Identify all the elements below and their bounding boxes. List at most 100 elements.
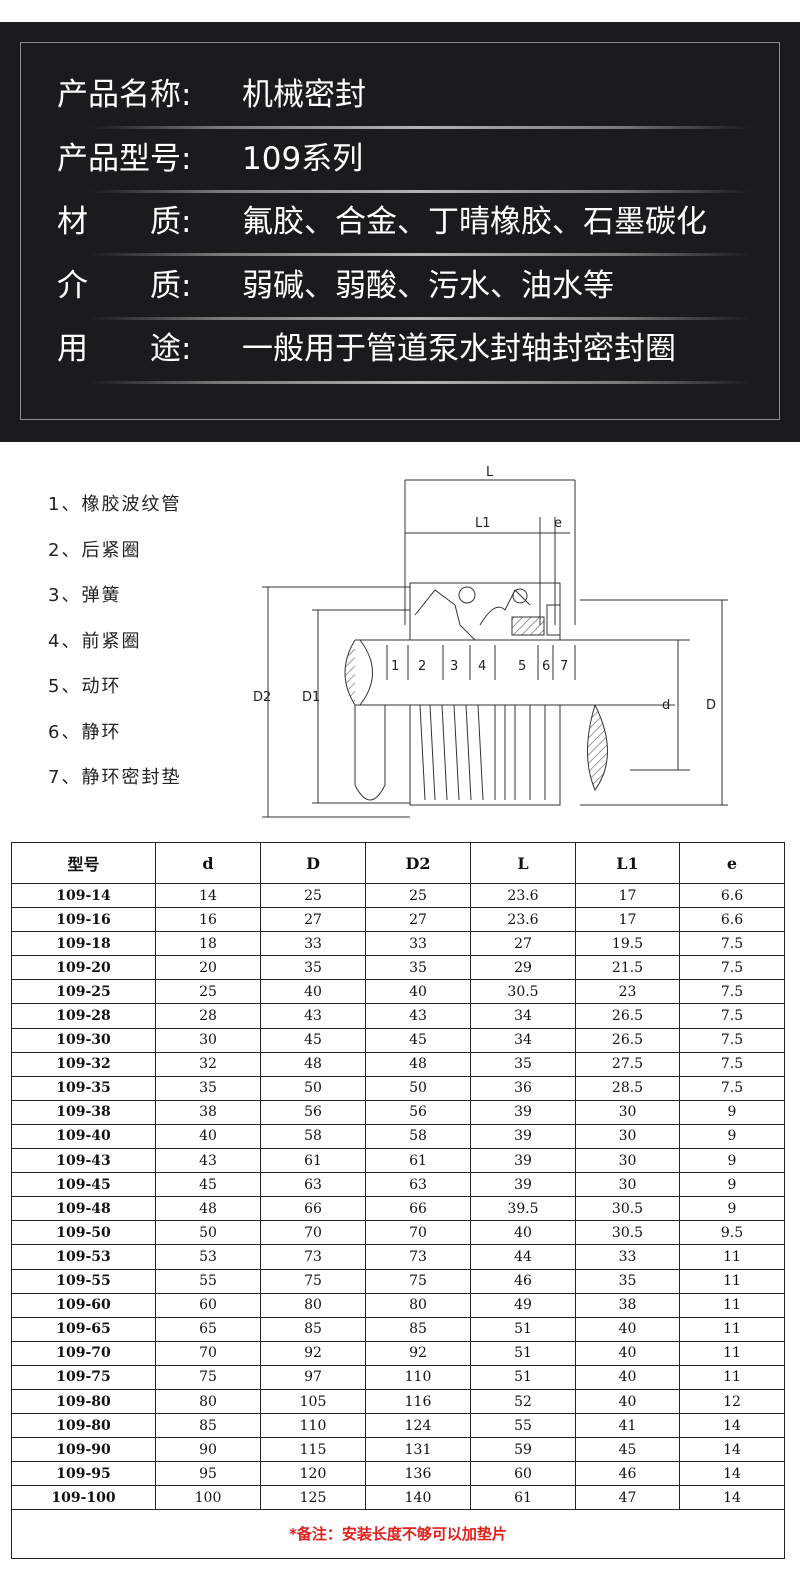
table-cell: 11 xyxy=(679,1340,785,1366)
table-cell: 100 xyxy=(155,1485,261,1511)
part-number: 2 xyxy=(418,659,426,674)
cell-model: 109-43 xyxy=(11,1148,156,1174)
cell-model: 109-45 xyxy=(11,1172,156,1198)
table-cell: 27 xyxy=(260,907,366,933)
table-cell: 39 xyxy=(470,1172,576,1198)
cell-model: 109-16 xyxy=(11,907,156,933)
divider-glow xyxy=(90,317,750,320)
table-cell: 33 xyxy=(260,931,366,957)
cell-model: 109-75 xyxy=(11,1364,156,1390)
table-cell: 11 xyxy=(679,1316,785,1342)
table-cell: 7.5 xyxy=(679,931,785,957)
table-cell: 39.5 xyxy=(470,1196,576,1222)
table-cell: 110 xyxy=(260,1413,366,1439)
table-cell: 14 xyxy=(679,1461,785,1487)
table-cell: 95 xyxy=(155,1461,261,1487)
spec-value: 109系列 xyxy=(242,141,364,177)
table-cell: 9 xyxy=(679,1099,785,1125)
table-cell: 49 xyxy=(470,1292,576,1318)
table-cell: 18 xyxy=(155,931,261,957)
spec-key: 产品名称: xyxy=(57,77,192,113)
spec-key: 用 途: xyxy=(57,331,192,367)
table-cell: 7.5 xyxy=(679,1075,785,1101)
table-cell: 29 xyxy=(470,955,576,981)
table-cell: 9 xyxy=(679,1172,785,1198)
table-cell: 30 xyxy=(155,1027,261,1053)
cell-model: 109-20 xyxy=(11,955,156,981)
table-cell: 40 xyxy=(365,979,471,1005)
header-e: e xyxy=(679,842,785,884)
table-cell: 110 xyxy=(365,1364,471,1390)
table-cell: 39 xyxy=(470,1123,576,1150)
table-cell: 65 xyxy=(155,1316,261,1342)
table-cell: 11 xyxy=(679,1292,785,1318)
legend-item: 5、动环 xyxy=(48,676,122,697)
spec-banner: 产品名称: 机械密封 产品型号: 109系列 材 质: 氟胶、合金、丁晴橡胶、石… xyxy=(0,22,800,442)
spec-value: 一般用于管道泵水封轴封密封圈 xyxy=(242,331,676,367)
table-cell: 7.5 xyxy=(679,1027,785,1053)
table-cell: 14 xyxy=(679,1413,785,1439)
table-cell: 40 xyxy=(260,979,366,1005)
divider-glow xyxy=(90,253,750,256)
table-cell: 140 xyxy=(365,1485,471,1511)
table-cell: 50 xyxy=(260,1075,366,1101)
table-cell: 61 xyxy=(365,1148,471,1174)
legend-item: 6、静环 xyxy=(48,721,122,743)
cell-model: 109-30 xyxy=(11,1027,156,1053)
dim-label-l: L xyxy=(486,465,494,480)
table-cell: 131 xyxy=(365,1437,471,1463)
table-cell: 23 xyxy=(575,979,680,1005)
table-cell: 92 xyxy=(260,1340,366,1366)
table-cell: 14 xyxy=(679,1437,785,1463)
cell-model: 109-38 xyxy=(11,1099,156,1125)
cell-model: 109-90 xyxy=(11,1437,156,1463)
legend-item: 2、后紧圈 xyxy=(48,539,142,561)
header-model: 型号 xyxy=(11,842,156,884)
table-cell: 36 xyxy=(470,1075,576,1101)
table-cell: 40 xyxy=(575,1340,680,1366)
cell-model: 109-25 xyxy=(11,979,156,1005)
table-cell: 120 xyxy=(260,1461,366,1487)
table-cell: 7.5 xyxy=(679,1003,785,1029)
table-cell: 20 xyxy=(155,955,261,981)
cell-model: 109-53 xyxy=(11,1244,156,1270)
cell-model: 109-32 xyxy=(11,1051,156,1077)
table-cell: 80 xyxy=(155,1388,261,1415)
table-cell: 75 xyxy=(365,1268,471,1294)
table-cell: 51 xyxy=(470,1316,576,1342)
table-cell: 38 xyxy=(575,1292,680,1318)
table-cell: 30.5 xyxy=(470,979,576,1005)
table-cell: 46 xyxy=(470,1268,576,1294)
cell-model: 109-95 xyxy=(11,1461,156,1487)
table-cell: 55 xyxy=(470,1413,576,1439)
table-header-row: 型号 d D D2 L L1 e xyxy=(11,842,785,884)
spec-key: 材 质: xyxy=(57,204,192,240)
table-cell: 48 xyxy=(260,1051,366,1077)
legend-item: 1、橡胶波纹管 xyxy=(48,494,182,515)
table-cell: 59 xyxy=(470,1437,576,1463)
table-cell: 23.6 xyxy=(470,907,576,933)
dim-label-d2: D2 xyxy=(253,690,271,705)
cell-model: 109-55 xyxy=(11,1268,156,1294)
table-cell: 35 xyxy=(470,1051,576,1077)
table-cell: 85 xyxy=(365,1316,471,1342)
table-cell: 51 xyxy=(470,1364,576,1390)
table-cell: 32 xyxy=(155,1051,261,1077)
table-cell: 11 xyxy=(679,1268,785,1294)
table-cell: 60 xyxy=(155,1292,261,1318)
table-cell: 58 xyxy=(260,1123,366,1150)
cell-model: 109-50 xyxy=(11,1220,156,1246)
part-number: 3 xyxy=(450,659,458,674)
table-cell: 35 xyxy=(575,1268,680,1294)
table-cell: 80 xyxy=(260,1292,366,1318)
cell-model: 109-60 xyxy=(11,1292,156,1318)
table-cell: 44 xyxy=(470,1244,576,1270)
table-cell: 30.5 xyxy=(575,1220,680,1246)
cell-model: 109-80 xyxy=(11,1388,156,1415)
